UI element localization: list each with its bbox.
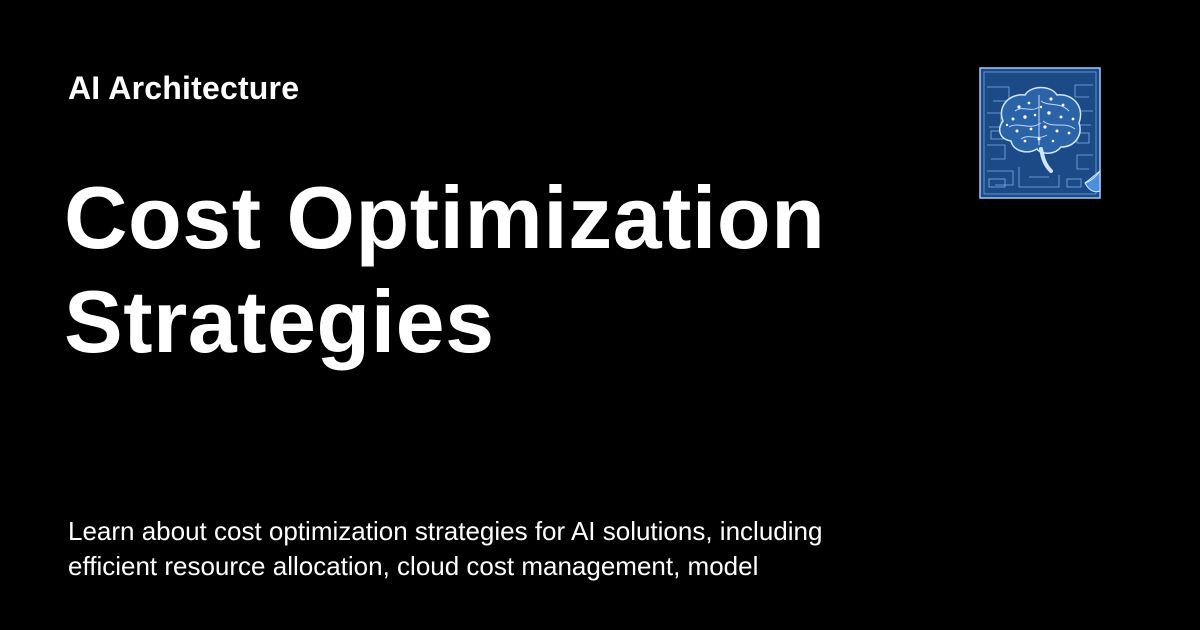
page-title: Cost Optimization Strategies xyxy=(64,166,924,374)
brain-blueprint-icon xyxy=(979,67,1103,199)
title-line: Strategies xyxy=(64,272,495,371)
title-line: Cost Optimization xyxy=(64,168,826,267)
category-label: AI Architecture xyxy=(68,70,300,106)
description-line: Learn about cost optimization strategies… xyxy=(68,516,823,546)
description: Learn about cost optimization strategies… xyxy=(68,514,928,584)
description-line: efficient resource allocation, cloud cos… xyxy=(68,551,759,581)
